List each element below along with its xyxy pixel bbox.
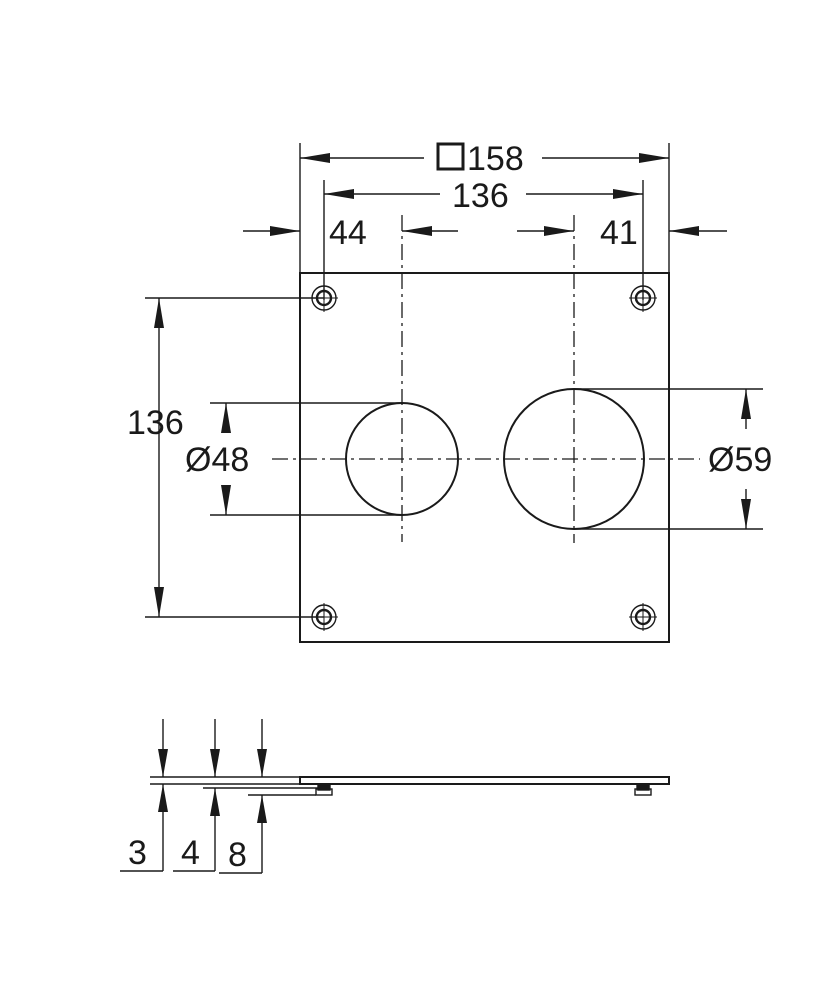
dim-b-label: 4: [181, 834, 200, 872]
left-diameter-label: Ø48: [185, 441, 249, 479]
plate-side: [299, 776, 670, 785]
dimension-4: 4: [173, 719, 220, 872]
dimension-136-horizontal: 136: [324, 177, 643, 215]
screw-side-right: [634, 783, 652, 796]
right-offset-label: 41: [600, 214, 638, 252]
dimension-44: 44: [243, 214, 458, 252]
dimension-diameter-48: Ø48: [185, 402, 402, 516]
dim-c-label: 8: [228, 836, 247, 874]
hole-spacing-label: 136: [452, 177, 509, 215]
screw-side-left: [315, 783, 333, 796]
side-view: 3 4 8: [120, 719, 670, 874]
plate-outline: [299, 272, 670, 643]
dim-a-label: 3: [128, 834, 147, 872]
dimension-158: 158: [300, 140, 669, 178]
right-diameter-label: Ø59: [708, 441, 772, 479]
dimension-41: 41: [517, 214, 727, 252]
dimension-8: 8: [219, 719, 267, 874]
dimension-136-vertical: 136: [127, 297, 324, 618]
left-offset-label: 44: [329, 214, 367, 252]
vertical-spacing-label: 136: [127, 404, 184, 442]
dimension-diameter-59: Ø59: [574, 388, 772, 530]
top-view: 158 136 44 41: [127, 140, 772, 643]
dimension-3: 3: [120, 719, 168, 872]
square-symbol-icon: [436, 142, 465, 171]
plate-size-label: 158: [467, 140, 524, 178]
